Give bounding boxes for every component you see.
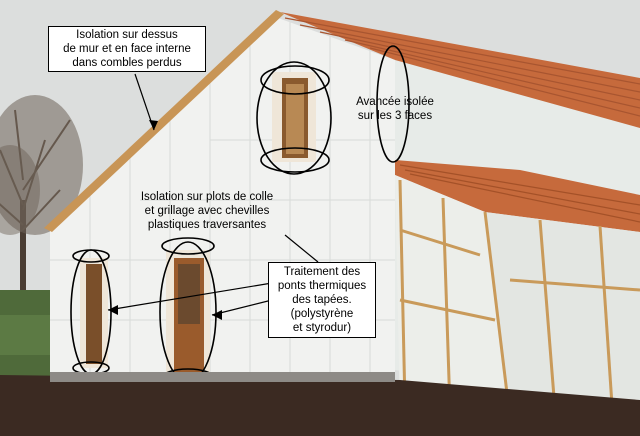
annotation-line: Traitement des: [283, 266, 361, 278]
annotation-line: plastiques traversantes: [147, 219, 267, 231]
annotation-line: et grillage avec chevilles: [144, 205, 270, 217]
annotation-gable: Isolation sur plots de colle et grillage…: [128, 190, 286, 232]
annotation-line: ponts thermiques: [277, 280, 367, 292]
upper-window: [272, 72, 316, 162]
side-roof: [280, 12, 640, 128]
annotation-top-wall: Isolation sur dessus de mur et en face i…: [48, 26, 206, 72]
annotation-line: sur les 3 faces: [357, 110, 433, 122]
annex-timber: [398, 179, 640, 419]
annotation-line: de mur et en face interne: [63, 43, 191, 55]
annotation-overhang: Avancée isolée sur les 3 faces: [350, 95, 440, 123]
annotation-line: et styrodur): [292, 322, 352, 334]
annotation-line: des tapées.: [292, 294, 352, 306]
annotation-line: Avancée isolée: [356, 96, 434, 108]
annotation-line: (polystyrène: [290, 308, 354, 320]
annotation-thermal-bridges: Traitement des ponts thermiques des tapé…: [268, 262, 376, 338]
background-tree: [0, 95, 83, 310]
door: [166, 250, 210, 378]
left-window: [80, 258, 108, 368]
annotation-line: Isolation sur dessus: [76, 29, 178, 41]
annotation-line: dans combles perdus: [72, 57, 182, 69]
barge-board: [44, 10, 284, 232]
ground: [0, 375, 640, 436]
annotation-line: Isolation sur plots de colle: [140, 191, 274, 203]
